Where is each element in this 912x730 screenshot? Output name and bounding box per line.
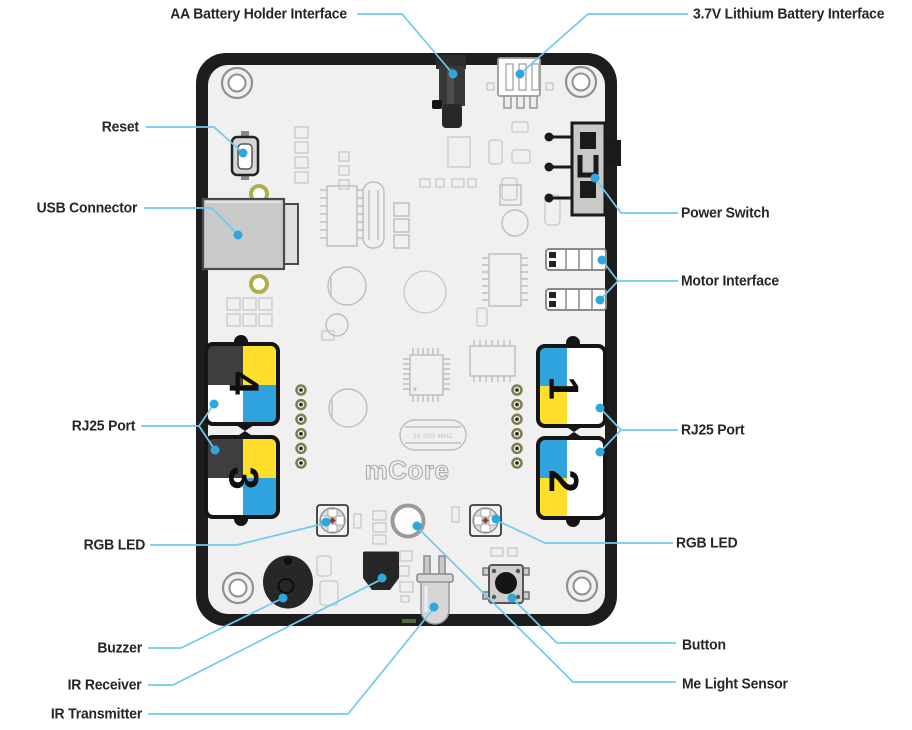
label-power-switch: Power Switch	[681, 204, 770, 222]
leader-dots	[209, 69, 607, 612]
mounting-holes	[220, 65, 599, 605]
driver-ic-outline	[469, 340, 516, 382]
board-name: mCore	[365, 455, 450, 485]
capacitor-outline	[327, 266, 367, 306]
board-outline	[196, 53, 617, 626]
rj25-port-3: 3	[204, 435, 280, 519]
label-reset: Reset	[101, 118, 139, 136]
motor-connector	[545, 288, 607, 311]
rj25-port-4: 4	[204, 342, 280, 426]
rgb-led-left	[316, 504, 349, 537]
soic-ic-outline	[482, 253, 528, 307]
label-button: Button	[682, 636, 726, 654]
silkscreen-components	[226, 82, 561, 606]
label-rgb-led-left: RGB LED	[83, 536, 146, 554]
port-number: 3	[221, 466, 268, 489]
crystal-oscillator: 16.000 MHZ	[399, 419, 467, 451]
label-me-light-sensor: Me Light Sensor	[682, 675, 788, 693]
motor-interface-connectors	[545, 248, 607, 311]
power-switch	[544, 121, 621, 217]
label-rgb-led-right: RGB LED	[676, 534, 738, 552]
label-ir-transmitter: IR Transmitter	[50, 705, 142, 723]
buzzer	[263, 555, 313, 609]
label-aa-battery-holder-interface: AA Battery Holder Interface	[170, 5, 347, 23]
rj25-ports-left: 4 3	[204, 335, 280, 526]
port-number: 1	[541, 376, 588, 399]
dip-ic-outline	[320, 185, 364, 247]
port-number: 2	[541, 469, 588, 492]
lithium-battery-connector	[497, 57, 541, 109]
via-holes	[295, 384, 523, 469]
label-usb-connector: USB Connector	[36, 199, 137, 217]
leader-lines	[141, 13, 688, 715]
mounting-hole	[564, 65, 598, 99]
rj25-port-1: 1	[536, 344, 607, 428]
ir-receiver	[363, 551, 399, 590]
crystal-label: 16.000 MHZ	[413, 433, 453, 440]
port-number: 4	[221, 371, 268, 395]
mounting-hole	[565, 569, 599, 603]
mcu-chip	[403, 348, 450, 402]
mounting-hole	[220, 66, 254, 100]
label-rj25-port-left: RJ25 Port	[71, 417, 136, 435]
mounting-hole	[221, 571, 255, 605]
label-rj25-port-right: RJ25 Port	[681, 421, 745, 439]
crystal-vertical-outline	[362, 181, 385, 249]
push-button	[482, 564, 530, 604]
capacitor-outline	[328, 388, 368, 428]
silkscreen-ics: 16.000 MHZ mCore	[320, 181, 529, 486]
rj25-ports-right: 1 2	[536, 336, 607, 527]
label-motor-interface: Motor Interface	[681, 272, 779, 290]
usb-connector	[201, 184, 299, 294]
light-sensor	[390, 503, 426, 539]
label-buzzer: Buzzer	[97, 639, 142, 657]
motor-connector	[545, 248, 607, 271]
rj25-port-2: 2	[536, 436, 607, 520]
label-lithium-battery-interface: 3.7V Lithium Battery Interface	[693, 5, 885, 23]
label-ir-receiver: IR Receiver	[68, 676, 142, 694]
